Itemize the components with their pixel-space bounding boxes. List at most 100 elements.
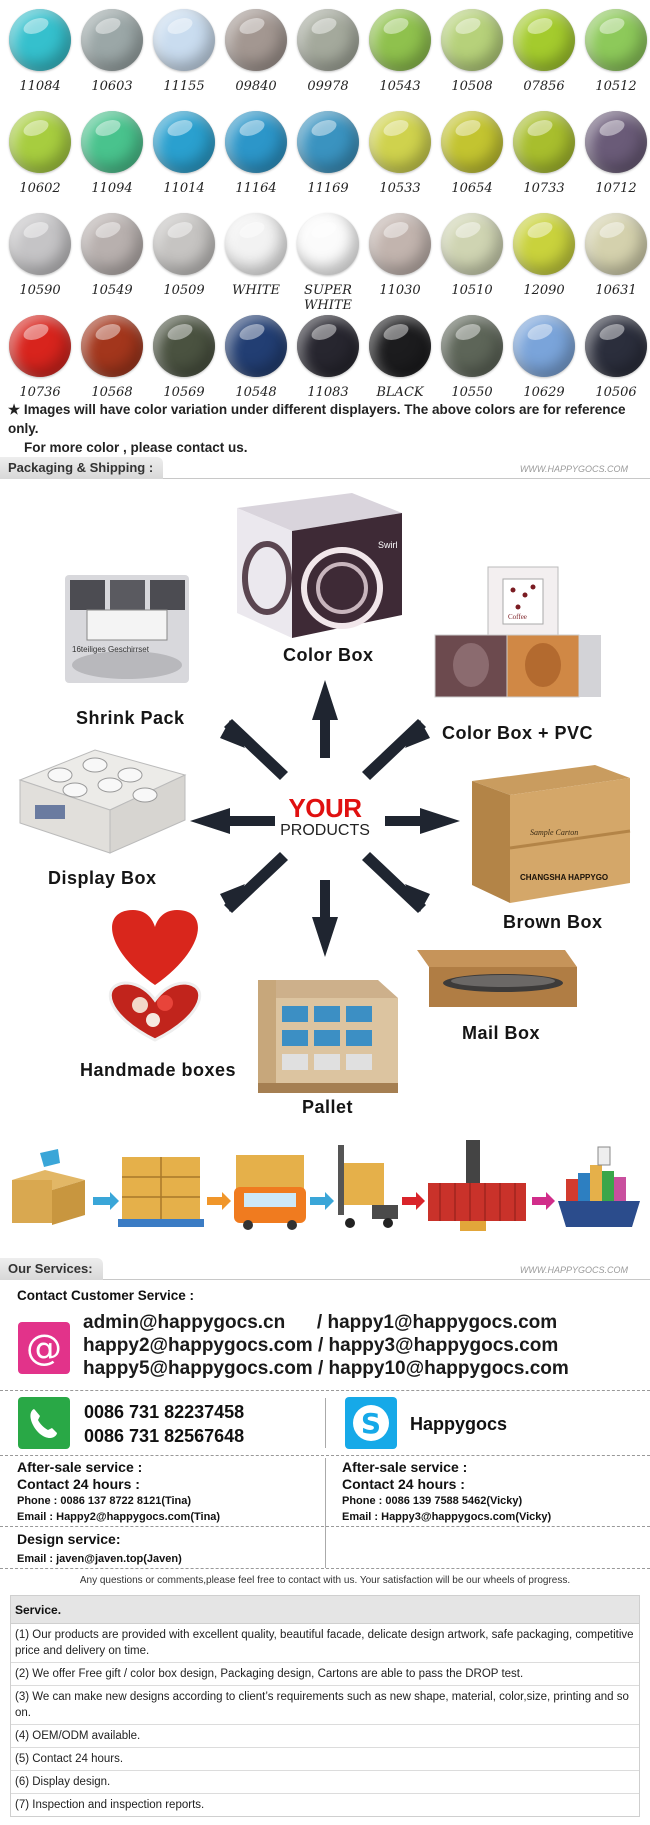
swatch-code: 10508	[451, 79, 493, 94]
email-row[interactable]: happy2@happygocs.com / happy3@happygocs.…	[83, 1335, 559, 1356]
swatch-code: 11094	[91, 181, 133, 196]
after-sale-email[interactable]: Email : Happy3@happygocs.com(Vicky)	[342, 1511, 552, 1523]
swatch-ball	[153, 111, 215, 173]
your-products-center: YOUR PRODUCTS	[270, 793, 380, 840]
color-swatch: 10550	[435, 309, 507, 409]
swatch-code: 10550	[451, 385, 493, 400]
arrow-left	[190, 808, 275, 834]
svg-text:@: @	[26, 1328, 62, 1369]
swatch-code: 11030	[379, 283, 421, 298]
divider	[0, 1526, 650, 1527]
swatch-code: 10654	[451, 181, 493, 196]
carton-sample-text: Sample Carton	[530, 828, 578, 837]
your-text: YOUR	[288, 793, 362, 823]
flow-container-icon	[428, 1140, 526, 1231]
color-swatch: 10629	[507, 309, 579, 409]
color-swatch: 10568	[75, 309, 147, 409]
arrow-down-right	[362, 852, 430, 913]
swatch-code: 10603	[91, 79, 133, 94]
label-mail-box: Mail Box	[462, 1023, 541, 1043]
design-service: Design service: Email : javen@javen.top(…	[17, 1531, 182, 1567]
flow-truck-icon	[234, 1155, 306, 1230]
swatch-code: 10506	[595, 385, 637, 400]
email-list: admin@happygocs.cn / happy1@happygocs.co…	[83, 1311, 569, 1380]
arrow-down	[312, 880, 338, 957]
packaging-arrows	[190, 680, 460, 957]
swatch-code: 11155	[163, 79, 205, 94]
swatch-ball	[225, 315, 287, 377]
services-section-bar: Our Services: WWW.HAPPYGOCS.COM	[0, 1258, 650, 1280]
color-swatch: 10508	[435, 3, 507, 103]
swatch-ball	[225, 111, 287, 173]
shrink-pack-text: 16teiliges Geschirrset	[72, 645, 150, 654]
color-box-pvc-image: Coffee	[434, 566, 601, 698]
label-handmade-boxes: Handmade boxes	[80, 1060, 237, 1080]
phone-icon	[18, 1397, 70, 1449]
swatch-code: 10736	[19, 385, 61, 400]
color-swatch: 09978	[291, 3, 363, 103]
color-swatch: 11094	[75, 105, 147, 205]
swatch-code: 10512	[595, 79, 637, 94]
email-row[interactable]: admin@happygocs.cn / happy1@happygocs.co…	[83, 1312, 558, 1333]
flow-arrow-1	[93, 1192, 119, 1210]
arrow-up	[312, 680, 338, 758]
swatch-code: 11083	[307, 385, 349, 400]
swatch-ball	[369, 111, 431, 173]
handmade-boxes-image	[108, 910, 202, 1042]
swatch-code: BLACK	[376, 385, 424, 400]
color-swatch: 10512	[579, 3, 650, 103]
divider-vertical	[325, 1398, 326, 1448]
swatch-code: 10733	[523, 181, 565, 196]
swatch-ball	[585, 9, 647, 71]
skype-name[interactable]: Happygocs	[410, 1414, 508, 1434]
label-color-box-pvc: Color Box + PVC	[442, 723, 594, 743]
after-sale-phone: Phone : 0086 139 7588 5462(Vicky)	[342, 1495, 523, 1507]
after-sale-right: After-sale service : Contact 24 hours : …	[342, 1459, 551, 1525]
swatch-ball	[441, 9, 503, 71]
after-sale-left: After-sale service : Contact 24 hours : …	[17, 1459, 220, 1525]
site-watermark: WWW.HAPPYGOCS.COM	[519, 464, 628, 474]
color-swatch: 07856	[507, 3, 579, 103]
color-swatch: 10543	[363, 3, 435, 103]
swatch-ball	[81, 111, 143, 173]
divider-vertical	[325, 1458, 326, 1568]
after-sale-email[interactable]: Email : Happy2@happygocs.com(Tina)	[17, 1511, 221, 1523]
swatch-code: 10568	[91, 385, 133, 400]
color-swatch: 10549	[75, 207, 147, 307]
label-brown-box: Brown Box	[503, 912, 603, 932]
phone-list: 0086 731 82237458 0086 731 82567648	[84, 1400, 244, 1448]
swatch-code: 10631	[595, 283, 637, 298]
swatch-ball	[297, 213, 359, 275]
design-email[interactable]: Email : javen@javen.top(Javen)	[17, 1553, 182, 1565]
swatch-ball	[9, 111, 71, 173]
flow-arrow-4	[402, 1192, 425, 1210]
swatch-ball	[513, 213, 575, 275]
flow-ship-icon	[558, 1146, 640, 1227]
packaging-section-title: Packaging & Shipping :	[0, 457, 164, 479]
flow-box-icon	[12, 1149, 85, 1225]
arrow-down-left	[220, 852, 288, 913]
swatch-code: 10590	[19, 283, 61, 298]
swatch-ball	[225, 213, 287, 275]
email-row[interactable]: happy5@happygocs.com / happy10@happygocs…	[83, 1358, 569, 1379]
phone-number[interactable]: 0086 731 82237458	[84, 1402, 245, 1422]
swatch-code: 11014	[163, 181, 205, 196]
color-swatch: 09840	[219, 3, 291, 103]
swatch-code: 10510	[451, 283, 493, 298]
swatch-ball	[441, 213, 503, 275]
display-box-image	[18, 749, 187, 854]
mail-box-image	[417, 950, 577, 1007]
color-note-line2: For more color , please contact us.	[24, 440, 248, 455]
color-swatch: 10603	[75, 3, 147, 103]
swatch-ball	[513, 9, 575, 71]
services-section-title: Our Services:	[0, 1258, 103, 1280]
site-watermark: WWW.HAPPYGOCS.COM	[519, 1265, 628, 1275]
swatch-ball	[585, 111, 647, 173]
swatch-ball	[297, 111, 359, 173]
color-note-line1: ★ Images will have color variation under…	[8, 402, 626, 436]
label-shrink-pack: Shrink Pack	[76, 708, 185, 728]
question-line: Any questions or comments,please feel fr…	[79, 1575, 571, 1586]
flow-forklift-icon	[338, 1145, 398, 1228]
phone-number[interactable]: 0086 731 82567648	[84, 1426, 245, 1446]
swatch-ball	[153, 315, 215, 377]
